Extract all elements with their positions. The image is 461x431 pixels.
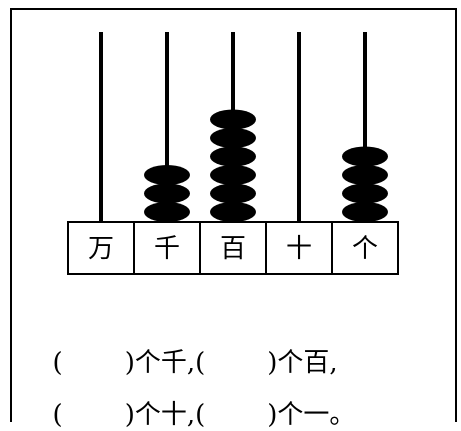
open-paren: ( (52, 400, 63, 430)
abacus-bead (342, 183, 388, 204)
abacus-bead (210, 109, 256, 130)
place-value-box (331, 221, 399, 275)
place-value-label: 个 (352, 234, 378, 264)
place-value-label: 十 (286, 234, 312, 264)
abacus: 万千百十个 (67, 32, 399, 275)
abacus-bead (342, 202, 388, 222)
hundreds-text: )个百, (267, 348, 338, 378)
tens-text: )个十,( (124, 400, 206, 430)
question-line-thousands-hundreds: ( )个千,( )个百, (36, 312, 338, 379)
abacus-bead (342, 165, 388, 185)
ones-text: )个一。 (267, 400, 356, 430)
thousands-text: )个千,( (124, 348, 206, 378)
abacus-bead (144, 202, 190, 222)
abacus-bead (342, 146, 388, 167)
abacus-bead (210, 165, 256, 185)
place-value-box (133, 221, 201, 275)
abacus-bead (210, 128, 256, 148)
abacus-bead (210, 146, 256, 167)
place-value-box (199, 221, 267, 275)
place-value-label: 百 (220, 234, 246, 264)
place-value-label: 千 (154, 234, 180, 264)
abacus-bead (144, 165, 190, 185)
place-value-label: 万 (88, 234, 114, 264)
question-line-tens-ones: ( )个十,( )个一。 (36, 364, 356, 431)
figure-frame (10, 8, 457, 422)
abacus-bead (210, 183, 256, 204)
abacus-bead (210, 202, 256, 222)
open-paren: ( (52, 348, 63, 378)
abacus-bead (144, 183, 190, 204)
